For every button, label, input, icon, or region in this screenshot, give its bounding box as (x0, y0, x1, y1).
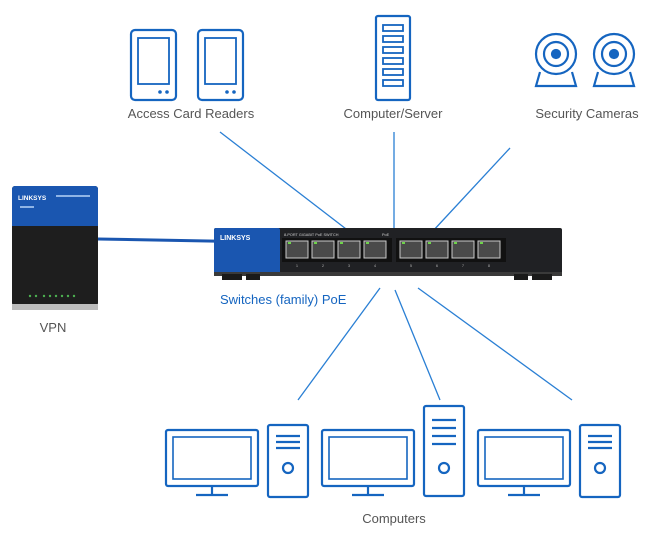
card-readers-label: Access Card Readers (127, 106, 255, 121)
link-computer-2 (394, 289, 441, 401)
switch-model-text: 8-PORT GIGABIT PoE SWITCH (284, 233, 339, 237)
port-label: 1 (296, 264, 298, 268)
port-label: 7 (462, 264, 464, 268)
port-label: 5 (410, 264, 412, 268)
desktop-computer-icon (476, 423, 622, 499)
computers-label: Computers (362, 511, 426, 526)
port-label: 2 (322, 264, 324, 268)
port-label: 3 (348, 264, 350, 268)
server-icon (374, 14, 412, 102)
desktop-computer-icon (164, 423, 310, 499)
vpn-router-device: LINKSYS (12, 186, 98, 310)
desktop-computer-icon (320, 404, 466, 498)
router-status-leds (28, 294, 76, 298)
cameras-label: Security Cameras (535, 106, 639, 121)
card-reader-icon (129, 28, 178, 102)
card-reader-icon (196, 28, 245, 102)
router-brand: LINKSYS (18, 195, 47, 202)
security-camera-icon (534, 32, 578, 88)
link-card-readers (219, 131, 351, 233)
poe-switch-device: LINKSYS 8-PORT GIGABIT PoE SWITCH PoE (214, 228, 562, 280)
link-computer-3 (417, 287, 573, 401)
switch-brand: LINKSYS (220, 235, 251, 242)
connections (219, 131, 573, 401)
vpn-label: VPN (39, 320, 67, 335)
port-label: 6 (436, 264, 438, 268)
server-label: Computer/Server (343, 106, 443, 121)
switch-label: Switches (family) PoE (220, 292, 347, 307)
link-cameras (431, 147, 511, 233)
security-camera-icon (592, 32, 636, 88)
switch-poe-text: PoE (382, 233, 390, 237)
switch-ports: 1 2 3 4 5 6 7 8 (282, 238, 506, 268)
link-computer-1 (297, 287, 381, 401)
port-label: 4 (374, 264, 376, 268)
port-label: 8 (488, 264, 490, 268)
